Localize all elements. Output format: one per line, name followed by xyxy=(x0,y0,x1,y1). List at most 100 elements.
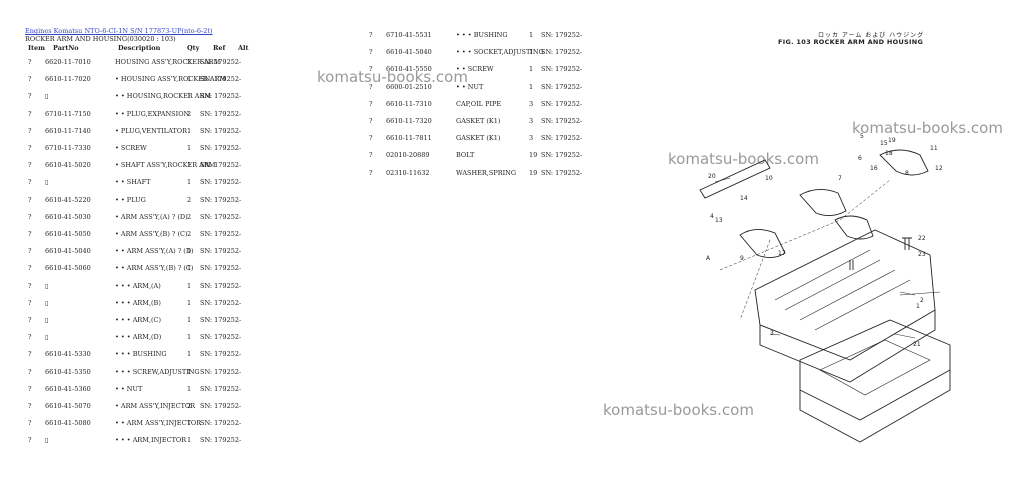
shaft-shape xyxy=(699,159,771,199)
cell-item: ? xyxy=(28,367,32,376)
cell-partno: ▯ xyxy=(45,92,49,101)
cell-qty: 1 xyxy=(187,126,192,135)
cell-desc: • • • ARM,INJECTOR xyxy=(115,436,187,445)
cell-desc: • • ARM ASS'Y,(A) ? (D) xyxy=(115,247,194,256)
callout-label: 18 xyxy=(885,150,893,157)
cell-item: ? xyxy=(28,161,32,170)
cell-sn: SN: 179252- xyxy=(200,230,242,238)
callout-label: 11 xyxy=(930,145,938,152)
cell-partno: 6610-41-5330 xyxy=(45,350,91,359)
cell-qty: 19 xyxy=(529,168,538,177)
cell-desc: • • • ARM,(A) xyxy=(115,281,161,290)
col-qty: Qty xyxy=(187,44,200,52)
callout-label: 16 xyxy=(870,165,878,172)
cell-sn: SN: 179252- xyxy=(200,109,242,118)
cell-sn: SN: 179252- xyxy=(541,151,583,160)
cell-item: ? xyxy=(28,144,32,152)
cell-sn: SN: 179252- xyxy=(200,75,242,84)
cell-sn: SN: 179252- xyxy=(200,402,242,410)
rocker-arm-shape xyxy=(879,149,929,176)
cell-sn: SN: 179252- xyxy=(200,212,242,221)
cell-sn: SN: 179252- xyxy=(200,367,242,376)
cell-qty: 3 xyxy=(529,117,534,125)
callout-label: 9 xyxy=(740,255,744,262)
cell-item: ? xyxy=(28,247,32,256)
cell-sn: SN: 179252- xyxy=(541,82,583,91)
cell-item: ? xyxy=(28,195,32,204)
cell-qty: 1 xyxy=(187,384,192,393)
cell-partno: ▯ xyxy=(45,333,49,342)
cell-desc: • • • ARM,(C) xyxy=(115,316,162,324)
cell-item: ? xyxy=(28,75,32,84)
callout-label: 22 xyxy=(918,235,926,242)
cell-item: ? xyxy=(28,316,32,324)
cell-sn: SN: 179252- xyxy=(200,298,242,307)
callout-label: 13 xyxy=(715,217,723,224)
cell-sn: SN: 179252- xyxy=(200,436,242,445)
callout-label: 12 xyxy=(935,165,943,172)
callout-label: 20 xyxy=(708,173,716,180)
cell-item: ? xyxy=(369,134,373,143)
rocker-arm-shape xyxy=(739,229,786,258)
cell-qty: 1 xyxy=(187,247,192,256)
col-item: Item xyxy=(28,44,46,52)
col-partno: PartNo xyxy=(53,44,79,52)
col-description: Description xyxy=(118,44,161,52)
cell-item: ? xyxy=(369,65,373,74)
cell-desc: • ARM ASS'Y,INJECTOR xyxy=(115,402,196,410)
watermark: komatsu-books.com xyxy=(852,119,1003,137)
cell-qty: 1 xyxy=(187,350,192,359)
cell-sn: SN: 179252- xyxy=(200,264,242,273)
cell-partno: 6610-41-5220 xyxy=(45,195,91,204)
callout-label: 15 xyxy=(880,140,888,147)
cell-partno: 6610-41-5060 xyxy=(45,264,91,273)
rocker-arm-exploded-diagram: 20 10 4 19 2 5 18 1 8 22 9 23 17 13 14 A… xyxy=(699,133,951,443)
cell-sn: SN: 179252- xyxy=(541,99,583,108)
cell-desc: • • PLUG,EXPANSION xyxy=(115,109,190,118)
cell-partno: 6610-41-5080 xyxy=(45,419,91,428)
cell-desc: GASKET (K1) xyxy=(456,134,501,143)
cell-qty: 1 xyxy=(187,436,192,445)
catalog-link[interactable]: Engines Komatsu NTO-6-CI-1N S/N 177873-U… xyxy=(25,27,213,35)
cell-sn: SN: 179252- xyxy=(541,48,583,57)
callout-label: 21 xyxy=(913,341,921,348)
cell-item: ? xyxy=(369,117,373,125)
cell-partno: 6710-41-5531 xyxy=(386,31,432,39)
cell-qty: 1 xyxy=(529,65,534,74)
cell-desc: • ARM ASS'Y,(B) ? (C) xyxy=(115,230,188,238)
figure-title: FIG. 103 ROCKER ARM AND HOUSING xyxy=(778,38,924,46)
watermark: komatsu-books.com xyxy=(603,401,754,419)
section-subtitle: ROCKER ARM AND HOUSING(030020 : 103) xyxy=(25,35,176,43)
cell-desc: • SHAFT ASS'Y,ROCKER ARM xyxy=(115,161,216,170)
cell-qty: 1 xyxy=(187,144,192,152)
cell-qty: 1 xyxy=(529,48,534,57)
cell-desc: HOUSING ASS'Y,ROCKER ARM xyxy=(115,58,221,66)
col-ref: Ref xyxy=(213,44,226,52)
cell-item: ? xyxy=(369,31,373,39)
cell-partno: 6620-11-7010 xyxy=(45,58,91,66)
cell-qty: 1 xyxy=(187,161,192,170)
cell-partno: 6610-41-5030 xyxy=(45,212,91,221)
cell-partno: ▯ xyxy=(45,178,49,187)
cell-desc: • • • SCREW,ADJUSTING xyxy=(115,367,200,376)
cell-sn: SN: 179252- xyxy=(200,333,242,342)
cell-sn: SN: 179252- xyxy=(541,31,583,39)
cell-qty: 1 xyxy=(187,264,192,273)
cell-desc: • • ARM ASS'Y,INJECTOR xyxy=(115,419,202,428)
cell-qty: 1 xyxy=(187,75,192,84)
cell-item: ? xyxy=(28,384,32,393)
cell-qty: 3 xyxy=(529,99,534,108)
cell-partno: 6610-11-7020 xyxy=(45,75,91,84)
cell-qty: 1 xyxy=(187,298,192,307)
cell-desc: • PLUG,VENTILATOR xyxy=(115,126,187,135)
cell-item: ? xyxy=(369,168,373,177)
cell-desc: BOLT xyxy=(456,151,475,160)
cell-item: ? xyxy=(28,350,32,359)
callout-label: 4 xyxy=(710,213,714,220)
callout-label: 6 xyxy=(858,155,862,162)
cell-qty: 2 xyxy=(187,195,192,204)
cell-partno: ▯ xyxy=(45,436,49,445)
cell-desc: • • NUT xyxy=(456,82,484,91)
cell-desc: • • • BUSHING xyxy=(115,350,167,359)
cell-item: ? xyxy=(28,126,32,135)
